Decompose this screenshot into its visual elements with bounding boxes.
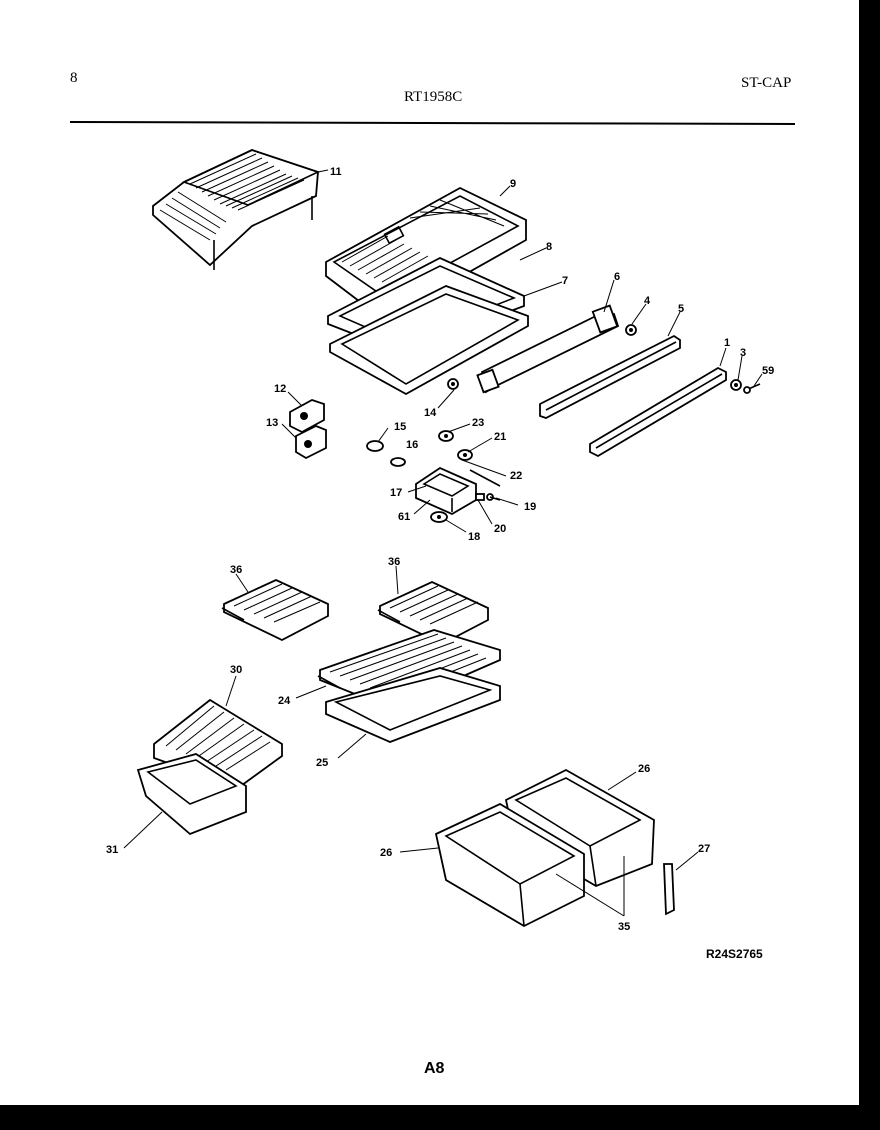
part-17-control-housing: [415, 466, 501, 516]
callout-36: 36: [388, 556, 400, 568]
callout-25: 25: [316, 757, 328, 769]
header-rule: [69, 121, 796, 125]
callout-35: 35: [618, 921, 630, 933]
callout-27: 27: [698, 843, 710, 855]
part-31-drawer: [136, 753, 247, 836]
page: 8 RT1958C ST-CAP: [0, 0, 859, 1105]
callout-30: 30: [230, 664, 242, 676]
callout-9: 9: [510, 178, 516, 190]
part-20-spring: [475, 493, 485, 501]
callout-1: 1: [724, 337, 730, 349]
callout-6: 6: [614, 271, 620, 283]
part-12-13-brackets: [289, 399, 327, 460]
callout-21: 21: [494, 431, 506, 443]
callout-61: 61: [398, 511, 410, 523]
callout-5: 5: [678, 303, 684, 315]
reference-code: R24S2765: [706, 947, 763, 961]
callout-20: 20: [494, 523, 506, 535]
callout-17: 17: [390, 487, 402, 499]
part-36-wire-shelf-left: [221, 579, 329, 642]
part-18-knob: [430, 511, 448, 523]
callout-24: 24: [278, 695, 291, 707]
part-9-crisper-cover: [325, 186, 527, 322]
callout-7: 7: [562, 275, 568, 287]
part-59-screw: [743, 383, 761, 394]
part-36-wire-shelf-right: [377, 581, 489, 646]
callout-59: 59: [762, 365, 774, 377]
leader-lines: [123, 169, 763, 917]
part-27-pin: [663, 863, 675, 916]
part-19-screw: [486, 493, 501, 501]
part-24-glass-shelf: [317, 629, 501, 709]
page-label: A8: [424, 1060, 445, 1077]
part-5-slide-rail: [539, 334, 681, 419]
callout-12: 12: [274, 383, 286, 395]
callout-16: 16: [406, 439, 418, 451]
callout-13: 13: [266, 417, 278, 429]
callout-14: 14: [424, 407, 437, 419]
callout-15: 15: [394, 421, 406, 433]
part-6-rail: [476, 304, 620, 394]
section-code: ST-CAP: [741, 75, 792, 91]
callout-22: 22: [510, 470, 522, 482]
callout-3: 3: [740, 347, 746, 359]
part-7-glass-tray: [329, 285, 529, 396]
callout-23: 23: [472, 417, 484, 429]
callout-26: 26: [380, 847, 392, 859]
part-25-tray: [325, 667, 501, 743]
part-16-clip: [390, 457, 406, 467]
part-26-crisper-drawer-left: [434, 802, 585, 928]
part-23-knob: [438, 430, 454, 442]
callout-11: 11: [330, 166, 342, 178]
model-number: RT1958C: [404, 89, 463, 105]
page-number: 8: [70, 70, 78, 86]
part-21-knob: [457, 449, 473, 461]
callout-36: 36: [230, 564, 242, 576]
callout-31: 31: [106, 844, 118, 856]
part-11-wire-shelf: [152, 149, 321, 270]
callout-8: 8: [546, 241, 552, 253]
callout-26: 26: [638, 763, 650, 775]
part-15-clip: [366, 440, 384, 452]
part-1-bar: [589, 366, 727, 458]
callout-4: 4: [644, 295, 651, 307]
callout-19: 19: [524, 501, 536, 513]
callout-18: 18: [468, 531, 480, 543]
